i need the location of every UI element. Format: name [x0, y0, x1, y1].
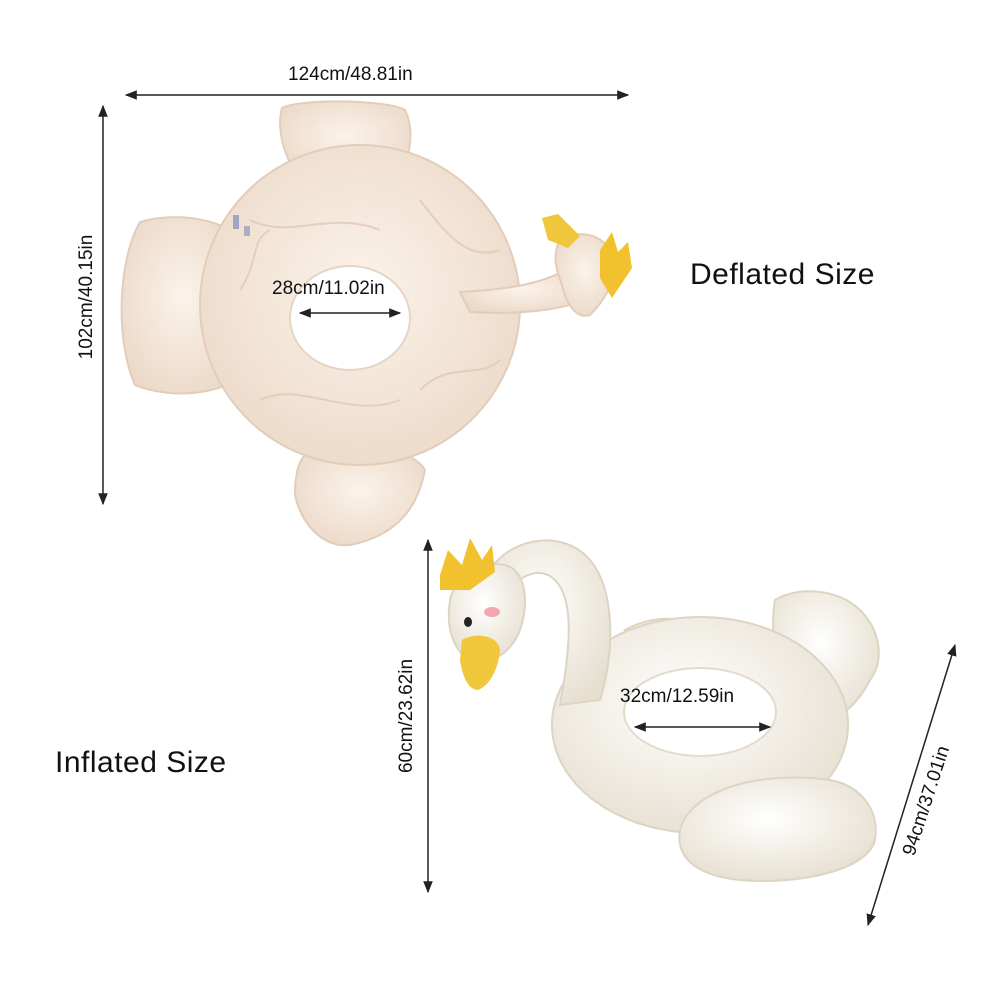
- deflated-size-title: Deflated Size: [690, 258, 875, 291]
- deflated-float-image: [120, 100, 632, 547]
- inflated-length-arrow: [866, 643, 957, 927]
- inflated-float-image: [440, 538, 880, 882]
- inflated-beak-icon: [460, 635, 500, 690]
- inflated-size-title: Inflated Size: [55, 746, 227, 779]
- inflated-height-label: 60cm/23.62in: [396, 658, 417, 774]
- inflated-hole-label: 32cm/12.59in: [620, 686, 735, 707]
- deflated-hole-label: 28cm/11.02in: [272, 278, 385, 299]
- deflated-width-label: 124cm/48.81in: [288, 64, 413, 85]
- inflated-cheek: [484, 607, 500, 617]
- deflated-ring-hole: [289, 265, 411, 371]
- inflated-crown-icon: [440, 538, 495, 590]
- inflated-ring-hole: [623, 667, 777, 757]
- deflated-crown-icon: [600, 232, 632, 298]
- deflated-head: [554, 233, 615, 317]
- deflated-beak-icon: [542, 214, 580, 248]
- deflated-height-label: 102cm/40.15in: [76, 234, 97, 360]
- inflated-eye: [464, 617, 472, 627]
